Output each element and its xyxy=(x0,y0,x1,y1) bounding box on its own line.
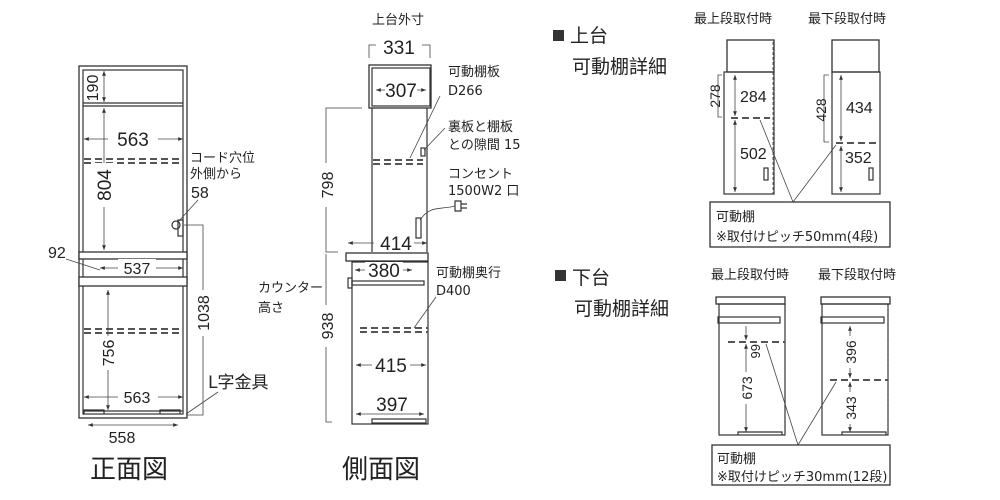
front-dim-558: 558 xyxy=(109,430,136,447)
counter-height-label-2: 高さ xyxy=(258,300,284,316)
upper-detail-subtitle: 可動棚詳細 xyxy=(572,56,667,78)
lower-detail-subtitle: 可動棚詳細 xyxy=(574,298,669,320)
bullet-square-icon xyxy=(555,270,566,281)
side-view: 上台外寸 331 307 414 380 415 397 798 938 カウン… xyxy=(258,13,521,485)
shelf-label: 可動棚板 xyxy=(448,65,500,80)
side-dim-414: 414 xyxy=(380,234,412,255)
gap-label: 裏板と棚板 xyxy=(448,120,513,135)
side-view-title: 側面図 xyxy=(342,455,420,485)
bullet-square-icon xyxy=(553,30,564,41)
lower-head-top: 最上段取付時 xyxy=(711,268,789,283)
upper-outer-label: 上台外寸 xyxy=(372,13,424,28)
upper-head-top: 最上段取付時 xyxy=(694,12,772,27)
upper-note-1: 可動棚 xyxy=(716,210,755,225)
upper-note-2: ※取付けピッチ50mm(4段) xyxy=(716,230,878,245)
gap-label-2: との隙間 15 xyxy=(448,138,521,153)
lower-head-bottom: 最下段取付時 xyxy=(818,268,896,283)
upper-top-dim-502: 502 xyxy=(740,146,767,163)
front-dim-756: 756 xyxy=(101,340,118,367)
upper-bottom-dim-428: 428 xyxy=(813,98,829,122)
front-dim-563-lower: 563 xyxy=(124,390,151,407)
upper-top-dim-284: 284 xyxy=(740,89,767,106)
front-dim-190: 190 xyxy=(85,75,102,102)
plug-icon xyxy=(454,200,467,212)
lower-detail-title: 下台 xyxy=(572,267,610,289)
lower-shelf-detail: 下台 可動棚詳細 最上段取付時 最下段取付時 66 673 396 343 可動… xyxy=(555,267,896,486)
l-bracket-label: L字金具 xyxy=(208,373,268,393)
upper-note-box xyxy=(709,201,891,248)
lower-note-1: 可動棚 xyxy=(717,452,756,467)
lower-shelf-depth: D400 xyxy=(436,284,471,299)
cord-hole-offset: 58 xyxy=(191,185,209,202)
front-view-title: 正面図 xyxy=(90,455,168,485)
upper-bottom-dim-352: 352 xyxy=(845,150,872,167)
counter-height-label: カウンター xyxy=(258,281,323,296)
front-dim-804: 804 xyxy=(95,169,116,201)
front-dim-1038: 1038 xyxy=(196,295,213,331)
lower-note-box xyxy=(711,444,891,486)
side-dim-938: 938 xyxy=(320,313,337,340)
side-dim-798: 798 xyxy=(320,172,337,199)
upper-top-dim-278: 278 xyxy=(707,84,723,108)
lower-note-2: ※取付けピッチ30mm(12段) xyxy=(717,470,887,485)
shelf-depth: D266 xyxy=(448,84,483,99)
front-dim-92: 92 xyxy=(48,245,66,262)
upper-shelf-detail: 上台 可動棚詳細 最上段取付時 最下段取付時 278 284 502 428 4… xyxy=(553,12,891,248)
outlet-icon xyxy=(415,217,422,239)
outlet-label-2: 1500W2 口 xyxy=(448,184,519,199)
upper-bottom-dim-434: 434 xyxy=(846,100,873,117)
lower-bottom-dim-396: 396 xyxy=(843,340,859,364)
cord-hole-label-2: 外側から xyxy=(190,167,242,182)
side-dim-331: 331 xyxy=(383,38,415,59)
lower-top-dim-673: 673 xyxy=(739,376,755,400)
side-dim-397: 397 xyxy=(376,395,408,416)
front-dim-563-upper: 563 xyxy=(117,130,149,151)
cord-hole-icon xyxy=(171,220,181,230)
cord-hole-label: コード穴位 xyxy=(190,151,255,166)
side-dim-380: 380 xyxy=(368,261,400,282)
upper-head-bottom: 最下段取付時 xyxy=(808,12,886,27)
outlet-label: コンセント xyxy=(448,167,513,182)
side-dim-307: 307 xyxy=(385,81,417,102)
side-dim-415: 415 xyxy=(375,356,407,377)
front-view: 190 563 804 92 537 756 563 558 1038 コード穴… xyxy=(48,65,268,485)
lower-top-dim-66: 66 xyxy=(748,344,763,358)
front-dim-537: 537 xyxy=(124,261,151,278)
lower-shelf-label: 可動棚奥行 xyxy=(436,266,501,281)
lower-bottom-dim-343: 343 xyxy=(843,396,859,420)
upper-detail-title: 上台 xyxy=(570,25,608,47)
